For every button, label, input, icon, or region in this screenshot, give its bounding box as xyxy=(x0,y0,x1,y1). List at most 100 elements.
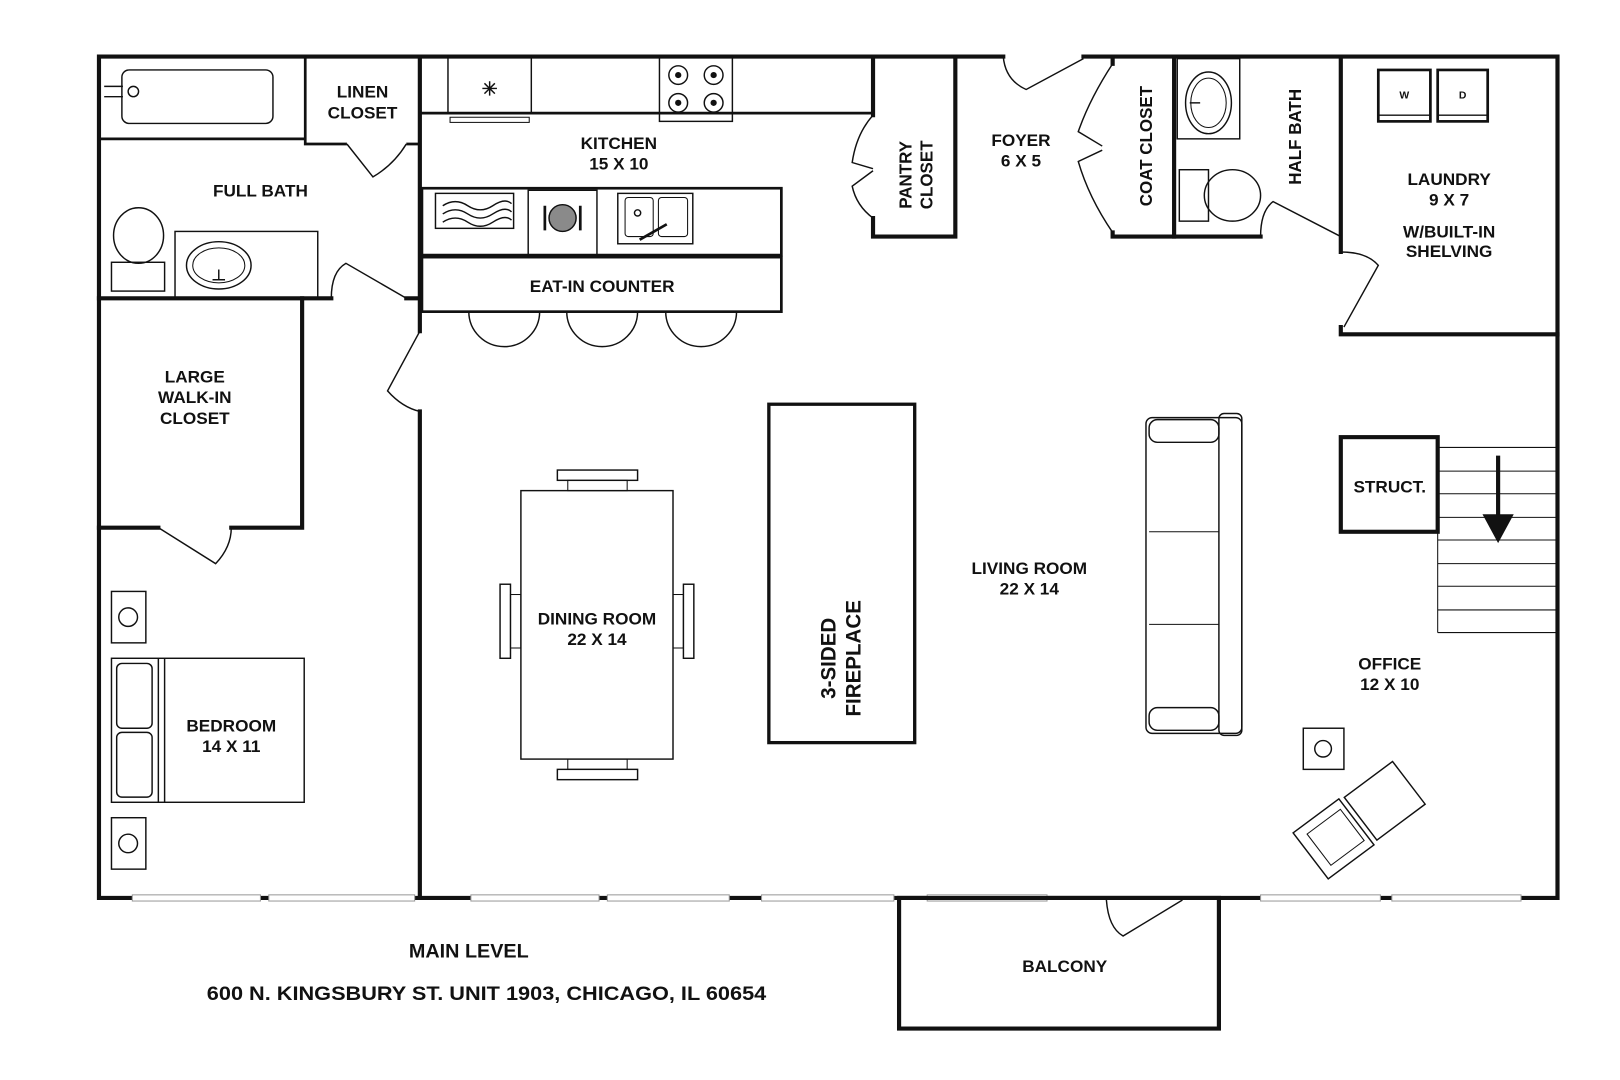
window xyxy=(1391,894,1522,902)
bedroom-size: 14 X 11 xyxy=(202,737,261,756)
burner-center xyxy=(675,72,682,79)
coat-closet-bifold-door xyxy=(1077,63,1114,233)
full-bath: FULL BATH xyxy=(96,69,422,301)
tub-drain xyxy=(127,85,140,98)
sofa-arm xyxy=(1148,706,1220,732)
vanity-counter xyxy=(174,230,319,300)
dining-chair xyxy=(556,469,639,482)
walk-in-closet-label-line2: WALK-IN xyxy=(158,388,232,407)
dishwasher xyxy=(434,192,515,230)
balcony: BALCONY xyxy=(896,895,1221,1031)
burner xyxy=(668,65,689,86)
recliner-footrest xyxy=(1343,760,1427,842)
linen-closet: LINEN CLOSET xyxy=(303,56,420,178)
exterior-walls xyxy=(96,54,1560,900)
nightstand xyxy=(110,590,147,644)
eat-in-counter xyxy=(420,255,783,313)
refrigerator xyxy=(447,55,533,114)
dining-chair-seat xyxy=(567,758,628,770)
living-room-size: 22 X 14 xyxy=(1000,580,1060,599)
burner xyxy=(668,92,689,113)
structural-column-label: STRUCT. xyxy=(1353,478,1426,497)
vanity-sink-basin xyxy=(192,247,246,284)
arrow-head xyxy=(1482,514,1514,544)
plan-caption: MAIN LEVEL 600 N. KINGSBURY ST. UNIT 190… xyxy=(207,941,767,1005)
dining-chair xyxy=(556,768,639,781)
washer xyxy=(1376,68,1432,123)
lamp-icon xyxy=(1314,739,1333,758)
linen-closet-door xyxy=(346,143,407,178)
walk-in-closet: LARGE WALK-IN CLOSET xyxy=(96,296,305,565)
half-bath-wall xyxy=(1172,54,1343,255)
laundry-door-swing xyxy=(1340,251,1380,328)
fireplace-outline xyxy=(767,402,917,745)
bedroom-wing-wall xyxy=(386,54,422,900)
window xyxy=(606,894,730,902)
coat-closet-wall xyxy=(1110,54,1177,239)
walk-in-closet-wall xyxy=(96,296,305,530)
half-bath-toilet-bowl xyxy=(1203,168,1262,222)
outer-wall xyxy=(96,54,1560,900)
cooktop-burner-icon xyxy=(548,203,577,233)
pantry-closet-label: PANTRY CLOSET xyxy=(896,140,936,209)
window xyxy=(1260,894,1381,902)
sink-drain xyxy=(633,209,642,217)
half-bath-label: HALF BATH xyxy=(1286,89,1305,185)
arrow-down-icon xyxy=(1482,455,1514,544)
dining-room: DINING ROOM 22 X 14 xyxy=(499,469,695,781)
pillow xyxy=(115,662,153,729)
fireplace-label-line1: 3-SIDED xyxy=(817,618,840,699)
tub-faucet xyxy=(104,85,123,98)
plan-address: 600 N. KINGSBURY ST. UNIT 1903, CHICAGO,… xyxy=(207,983,767,1005)
recliner xyxy=(1292,760,1427,880)
staircase xyxy=(1437,437,1558,634)
dryer xyxy=(1436,68,1490,123)
half-bath-label-text: HALF BATH xyxy=(1286,89,1305,185)
fireplace-label: 3-SIDED FIREPLACE xyxy=(817,600,865,716)
burner xyxy=(703,92,724,113)
pantry-closet-wall xyxy=(870,54,958,239)
lamp-icon xyxy=(118,607,139,628)
burner-center xyxy=(710,72,717,79)
living-room: LIVING ROOM 22 X 14 xyxy=(972,412,1243,737)
foyer-label: FOYER xyxy=(991,131,1050,150)
bar-stool xyxy=(468,311,541,348)
sink-faucet xyxy=(638,223,668,241)
coat-closet-label-text: COAT CLOSET xyxy=(1137,85,1156,206)
bed xyxy=(110,657,305,804)
half-bath-door-swing xyxy=(1259,200,1342,238)
dining-room-size: 22 X 14 xyxy=(567,630,627,649)
structural-column: STRUCT. xyxy=(1338,435,1440,534)
fireplace: 3-SIDED FIREPLACE xyxy=(767,402,917,745)
asterisk-icon xyxy=(482,81,497,96)
bathtub xyxy=(121,69,274,125)
windows xyxy=(131,894,1522,902)
full-bath-door-swing xyxy=(330,262,407,299)
burner-center xyxy=(710,99,717,106)
entry-door-swing xyxy=(1002,56,1084,91)
dining-room-label: DINING ROOM xyxy=(538,609,656,628)
foyer: FOYER 6 X 5 xyxy=(991,56,1084,171)
sofa-arm xyxy=(1148,418,1220,444)
range xyxy=(658,55,734,123)
laundry: W D LAUNDRY 9 X 7 W/BUILT-IN SHELVING xyxy=(1338,68,1560,337)
window xyxy=(470,894,600,902)
laundry-label: LAUNDRY xyxy=(1407,170,1491,189)
refrigerator-door-handle xyxy=(449,116,530,123)
coat-closet-label: COAT CLOSET xyxy=(1137,85,1156,206)
bar-stool xyxy=(566,311,639,348)
sofa-back xyxy=(1218,412,1243,737)
linen-closet-label-line1: LINEN xyxy=(337,83,389,102)
walk-in-closet-door-swing xyxy=(157,527,233,565)
half-bath: HALF BATH xyxy=(1172,54,1343,255)
office-size: 12 X 10 xyxy=(1360,675,1419,694)
washer-label: W xyxy=(1399,91,1409,102)
pantry-closet-label-line2: CLOSET xyxy=(917,140,936,209)
walk-in-closet-label-line1: LARGE xyxy=(165,368,225,387)
burner xyxy=(703,65,724,86)
office-label: OFFICE xyxy=(1358,655,1421,674)
laundry-note-line2: SHELVING xyxy=(1406,242,1493,261)
asterisk-icon-strokes xyxy=(482,81,497,96)
half-bath-toilet-tank xyxy=(1178,168,1210,222)
